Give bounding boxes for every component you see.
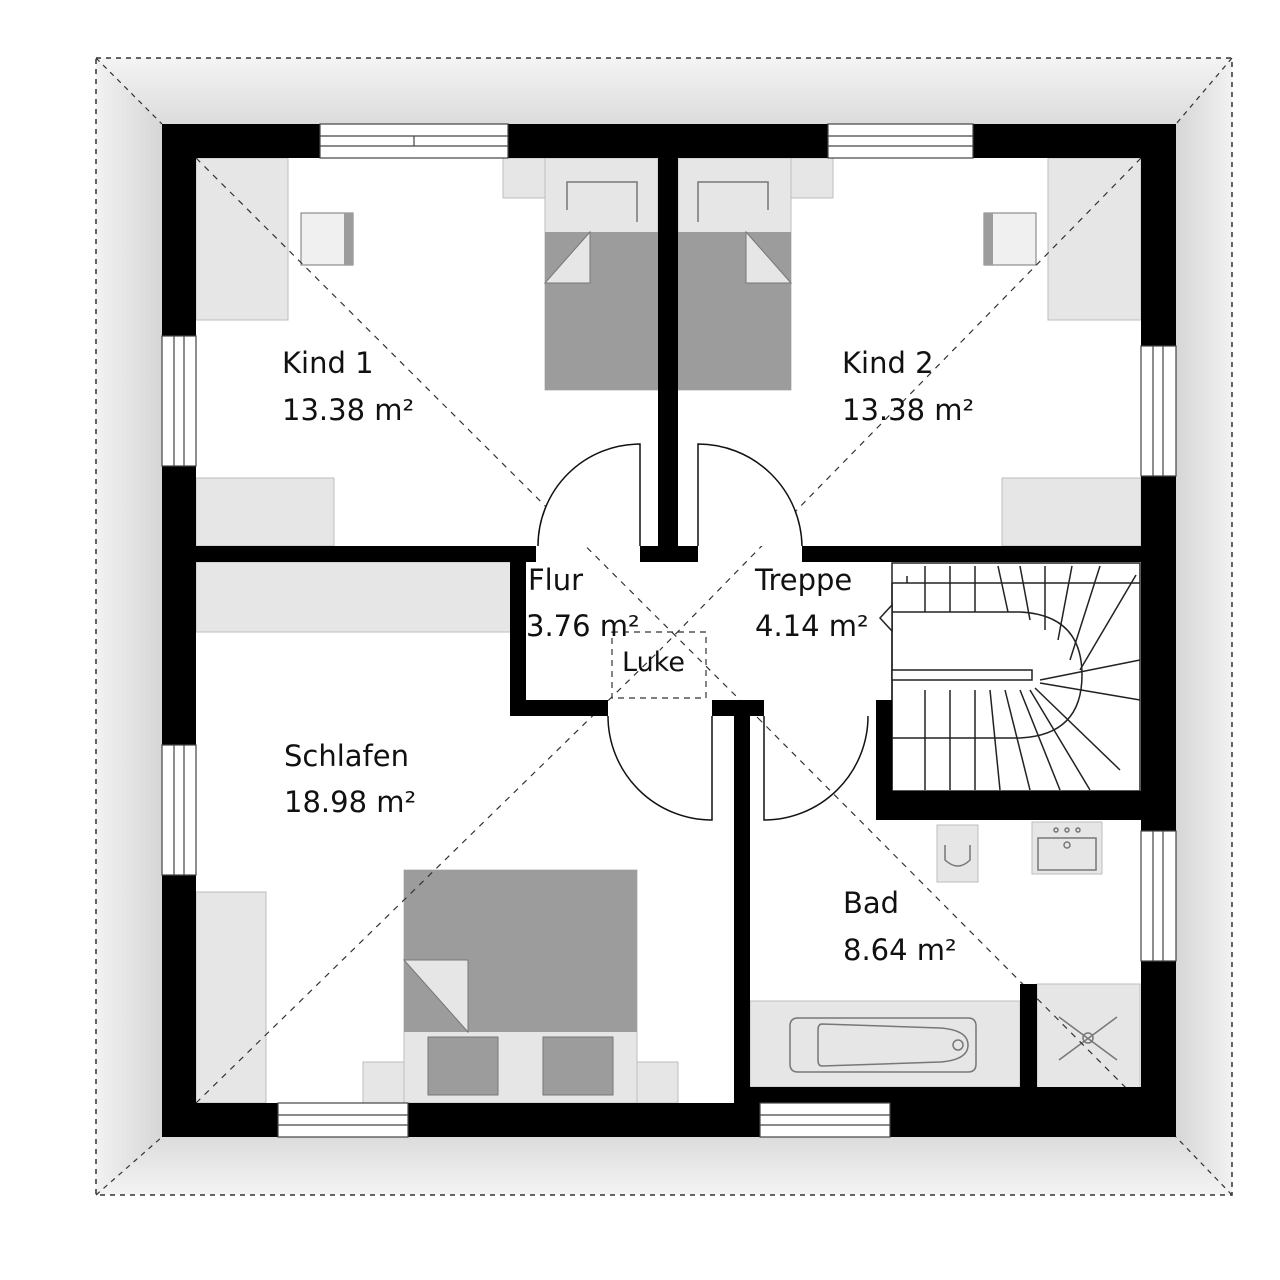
wall-kind-flur-left [196, 546, 536, 562]
room-area-kind1: 13.38 m² [282, 393, 414, 427]
wall-flur-bottom-right [712, 700, 764, 716]
room-name-kind1: Kind 1 [282, 346, 374, 380]
room-name-schlafen: Schlafen [284, 739, 409, 773]
window-right-upper [1140, 345, 1177, 477]
room-name-kind2: Kind 2 [842, 346, 934, 380]
window-right-lower [1140, 830, 1177, 962]
doors [537, 443, 869, 821]
room-name-flur: Flur [528, 563, 583, 597]
hatch-label: Luke [622, 647, 685, 678]
window-top-left [319, 123, 509, 159]
schlafen-wardrobe [195, 891, 267, 1104]
toilet [936, 824, 979, 883]
kind1-bed [543, 181, 658, 390]
room-area-treppe: 4.14 m² [755, 609, 869, 643]
wall-flur-bottom-left [510, 700, 608, 716]
windows [161, 123, 1177, 1138]
wall-stair-left [876, 700, 892, 820]
wall-stair-bottom [876, 791, 1141, 820]
door-kind2 [697, 443, 803, 547]
bath-fixtures [789, 827, 1118, 1073]
window-top-right [827, 123, 974, 159]
kind2-wardrobe [1047, 157, 1142, 321]
wall-kind-treppe [802, 546, 1141, 562]
room-labels: Kind 1 13.38 m² Kind 2 13.38 m² Flur 3.7… [282, 346, 974, 967]
chairs [300, 212, 1037, 266]
door-schlafen [607, 715, 713, 821]
attic-hatch: Luke [611, 631, 707, 699]
schlafen-shelf [195, 561, 513, 633]
room-name-treppe: Treppe [754, 563, 852, 597]
wall-bath-bottom [750, 1087, 1141, 1103]
roof-outline [95, 57, 1233, 1196]
room-area-bad: 8.64 m² [843, 933, 957, 967]
kind1-desk [195, 477, 335, 547]
outer-wall-top [162, 124, 1176, 158]
outer-wall-right [1141, 124, 1176, 1137]
door-bad [763, 715, 869, 821]
window-bottom-left [277, 1102, 409, 1138]
kind2-bed [678, 181, 793, 390]
wall-bad-left [734, 716, 750, 1103]
wall-kind-flur-mid [640, 546, 698, 562]
schlafen-nightstand-left [362, 1061, 405, 1104]
room-area-schlafen: 18.98 m² [284, 785, 416, 819]
kind1-wardrobe [195, 157, 289, 321]
bathtub-inner [789, 1017, 977, 1073]
schlafen-bed [402, 870, 637, 1096]
window-left-lower [161, 744, 197, 876]
schlafen-nightstand-right [636, 1061, 679, 1104]
beds [402, 181, 793, 1096]
room-diagonals [195, 157, 1142, 1104]
kind1-nightstand [502, 157, 546, 199]
room-area-flur: 3.76 m² [526, 609, 640, 643]
wall-flur-vertical [510, 562, 526, 716]
wall-shower [1020, 984, 1037, 1088]
staircase [878, 562, 1141, 792]
kind2-nightstand [790, 157, 834, 199]
window-left-upper [161, 335, 197, 467]
window-bottom-right [759, 1102, 891, 1138]
shower-tray [1036, 983, 1141, 1089]
door-kind1 [537, 443, 641, 547]
room-name-bad: Bad [843, 886, 899, 920]
wall-kind-divider [658, 158, 678, 546]
kind2-desk [1001, 477, 1142, 547]
room-area-kind2: 13.38 m² [842, 393, 974, 427]
outer-wall-left [162, 124, 196, 1137]
